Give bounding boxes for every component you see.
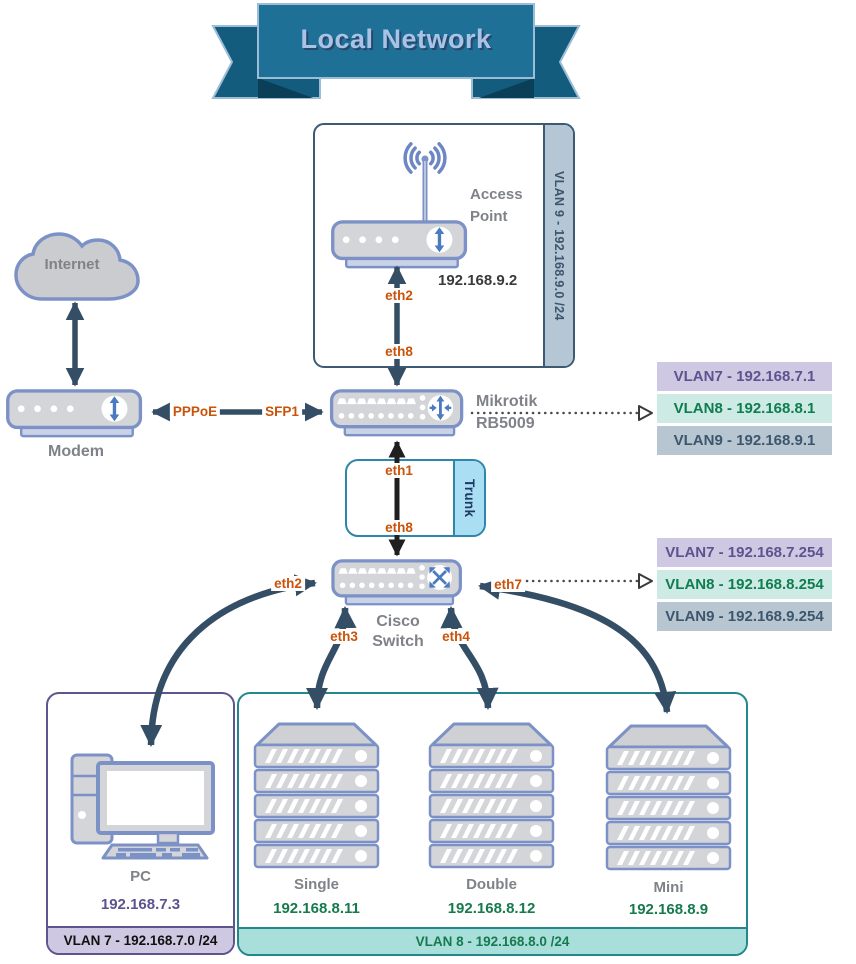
port-label-ap-eth2: eth2 [382, 288, 416, 303]
access-point-icon [330, 220, 472, 270]
port-label-trunk-eth1: eth1 [382, 463, 416, 478]
router-model-label: RB5009 [476, 415, 535, 432]
router-vlan7-row: VLAN7 - 192.168.7.1 [657, 362, 832, 391]
trunk-label: Trunk [462, 478, 477, 518]
ap-vlan9-strip: VLAN 9 - 192.168.9.0 /24 [543, 125, 573, 366]
banner-title: Local Network [300, 24, 492, 54]
switch-vlan8-row: VLAN8 - 192.168.8.254 [657, 570, 832, 599]
router-label: Mikrotik [476, 393, 538, 410]
server-mini-icon [605, 723, 732, 871]
modem-label: Modem [48, 443, 104, 460]
server-single-ip: 192.168.8.11 [273, 900, 360, 917]
pc-icon [70, 753, 215, 860]
modem-icon [5, 389, 147, 439]
switch-vlan9-row: VLAN9 - 192.168.9.254 [657, 602, 832, 631]
cloud-icon [14, 232, 140, 301]
ap-vlan9-strip-label: VLAN 9 - 192.168.9.0 /24 [552, 170, 566, 321]
router-vlan9-row: VLAN9 - 192.168.9.1 [657, 426, 832, 455]
server-mini-ip: 192.168.8.9 [628, 901, 709, 918]
port-label-switch-eth2: eth2 [271, 576, 305, 591]
pc-label: PC [130, 868, 151, 885]
vlan8-subnet-strip: VLAN 8 - 192.168.8.0 /24 [239, 927, 746, 954]
switch-vlan7-row: VLAN7 - 192.168.7.254 [657, 538, 832, 567]
router-vlan8-row: VLAN8 - 192.168.8.1 [657, 394, 832, 423]
port-label-router-eth8: eth8 [382, 344, 416, 359]
internet-label: Internet [44, 256, 100, 273]
server-mini-label: Mini [653, 879, 684, 896]
access-point-ip: 192.168.9.2 [438, 272, 518, 289]
port-label-switch-eth3: eth3 [327, 629, 361, 644]
switch-label: Cisco [376, 613, 420, 630]
internet-cloud: Internet [12, 230, 142, 302]
sfp1-label: SFP1 [262, 404, 302, 419]
open-arrowhead-switch [638, 573, 653, 589]
trunk-strip: Trunk [453, 461, 484, 535]
server-double-ip: 192.168.8.12 [447, 900, 536, 917]
pppoe-label: PPPoE [169, 404, 221, 419]
switch-model-label: Switch [372, 633, 424, 650]
server-single-label: Single [293, 876, 339, 893]
server-double-label: Double [466, 876, 517, 893]
server-single-icon [253, 721, 380, 869]
open-arrowhead-router [638, 405, 653, 421]
access-point-antenna-icon [403, 142, 447, 223]
router-vlan-table: VLAN7 - 192.168.7.1 VLAN8 - 192.168.8.1 … [657, 362, 832, 458]
banner-ribbon [211, 3, 581, 99]
server-double-icon [428, 721, 555, 869]
switch-vlan-table: VLAN7 - 192.168.7.254 VLAN8 - 192.168.8.… [657, 538, 832, 634]
vlan7-subnet-strip: VLAN 7 - 192.168.7.0 /24 [48, 926, 233, 953]
port-label-switch-eth7: eth7 [491, 577, 525, 592]
port-label-switch-eth4: eth4 [439, 629, 473, 644]
access-point-label: Access Point [470, 186, 523, 225]
pc-ip: 192.168.7.3 [100, 896, 181, 913]
switch-icon [328, 559, 469, 607]
port-label-trunk-eth8: eth8 [382, 520, 416, 535]
router-icon [327, 389, 470, 438]
